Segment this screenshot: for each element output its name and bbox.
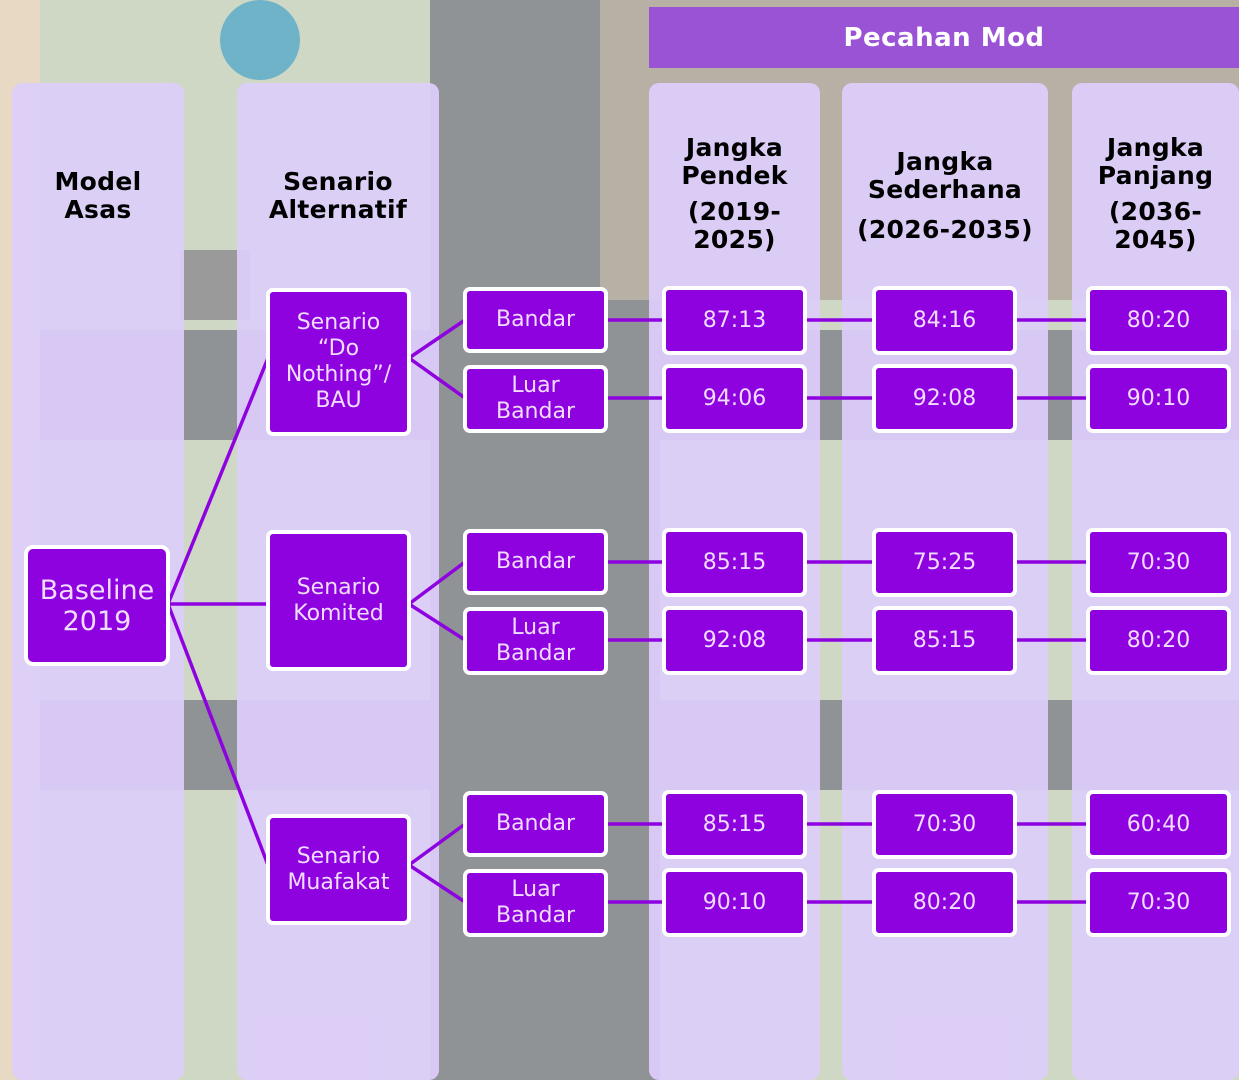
baseline-line: 2019 [62, 605, 132, 637]
scenario-line: Komited [293, 600, 384, 626]
value-box-pendek: 85:15 [662, 528, 807, 597]
header-line: Jangka [896, 147, 994, 176]
header-line: 2045) [1114, 225, 1197, 254]
header-line: Alternatif [268, 195, 408, 224]
value-box-pendek: 90:10 [662, 868, 807, 937]
scenario-line: Muafakat [287, 869, 390, 895]
area-label: Bandar [495, 307, 575, 332]
area-label: Bandar [495, 399, 575, 424]
area-label: Bandar [495, 549, 575, 574]
header-line: (2019- [687, 197, 782, 226]
scenario-line: Senario [296, 843, 381, 869]
area-label: Bandar [495, 811, 575, 836]
value-box-panjang: 80:20 [1086, 606, 1231, 675]
value-label: 94:06 [702, 385, 767, 411]
header-model-asas: Model Asas [12, 168, 184, 224]
baseline-2019-box: Baseline 2019 [24, 545, 170, 666]
area-label: Luar [511, 877, 560, 902]
value-box-sederhana: 70:30 [872, 790, 1017, 859]
value-label: 92:08 [912, 385, 977, 411]
area-label: Luar [511, 615, 560, 640]
value-box-pendek: 92:08 [662, 606, 807, 675]
scenario-line: Senario [296, 310, 381, 335]
header-line: Asas [64, 195, 132, 224]
value-box-sederhana: 75:25 [872, 528, 1017, 597]
value-label: 60:40 [1126, 811, 1191, 837]
header-jangka-sederhana: Jangka Sederhana (2026-2035) [842, 148, 1048, 244]
value-label: 85:15 [702, 811, 767, 837]
header-senario-alternatif: Senario Alternatif [237, 168, 439, 224]
header-line: 2025) [693, 225, 776, 254]
area-label: Luar [511, 373, 560, 398]
value-box-panjang: 70:30 [1086, 528, 1231, 597]
area-bandar-box: Bandar [463, 791, 608, 857]
scenario-line: Senario [296, 574, 381, 600]
area-luar-bandar-box: Luar Bandar [463, 365, 608, 433]
value-box-sederhana: 92:08 [872, 364, 1017, 433]
scenario-line: “Do [317, 336, 360, 361]
value-label: 80:20 [912, 889, 977, 915]
area-label: Bandar [495, 903, 575, 928]
baseline-line: Baseline [39, 574, 155, 606]
header-line: Jangka [1106, 133, 1205, 162]
header-line: Pendek [681, 161, 788, 190]
value-label: 85:15 [912, 627, 977, 653]
value-box-sederhana: 85:15 [872, 606, 1017, 675]
header-line: (2026-2035) [857, 215, 1033, 244]
header-line: Senario [283, 167, 393, 196]
area-bandar-box: Bandar [463, 529, 608, 595]
scenario-do-nothing-box: Senario “Do Nothing”/ BAU [266, 288, 411, 436]
scenario-muafakat-box: Senario Muafakat [266, 814, 411, 925]
value-box-panjang: 80:20 [1086, 286, 1231, 355]
value-label: 90:10 [702, 889, 767, 915]
value-label: 84:16 [912, 307, 977, 333]
area-luar-bandar-box: Luar Bandar [463, 607, 608, 675]
value-box-sederhana: 84:16 [872, 286, 1017, 355]
value-box-pendek: 87:13 [662, 286, 807, 355]
scenario-komited-box: Senario Komited [266, 530, 411, 671]
value-label: 70:30 [1126, 889, 1191, 915]
value-label: 70:30 [1126, 549, 1191, 575]
area-luar-bandar-box: Luar Bandar [463, 869, 608, 937]
area-bandar-box: Bandar [463, 287, 608, 353]
header-line: Sederhana [867, 175, 1023, 204]
value-box-panjang: 60:40 [1086, 790, 1231, 859]
header-line: (2036- [1108, 197, 1203, 226]
header-line: Jangka [685, 133, 784, 162]
value-label: 80:20 [1126, 627, 1191, 653]
value-label: 85:15 [702, 549, 767, 575]
value-label: 90:10 [1126, 385, 1191, 411]
value-label: 87:13 [702, 307, 767, 333]
value-box-pendek: 85:15 [662, 790, 807, 859]
value-box-panjang: 90:10 [1086, 364, 1231, 433]
area-label: Bandar [495, 641, 575, 666]
header-line: Model [54, 167, 142, 196]
value-label: 80:20 [1126, 307, 1191, 333]
value-label: 75:25 [912, 549, 977, 575]
header-jangka-panjang: Jangka Panjang (2036- 2045) [1072, 134, 1239, 254]
value-box-pendek: 94:06 [662, 364, 807, 433]
value-box-panjang: 70:30 [1086, 868, 1231, 937]
header-jangka-pendek: Jangka Pendek (2019- 2025) [649, 134, 820, 254]
value-box-sederhana: 80:20 [872, 868, 1017, 937]
value-label: 70:30 [912, 811, 977, 837]
pecahan-mod-banner: Pecahan Mod [649, 7, 1239, 68]
value-label: 92:08 [702, 627, 767, 653]
header-line: Panjang [1097, 161, 1214, 190]
scenario-line: BAU [315, 388, 362, 413]
scenario-line: Nothing”/ [285, 362, 392, 387]
